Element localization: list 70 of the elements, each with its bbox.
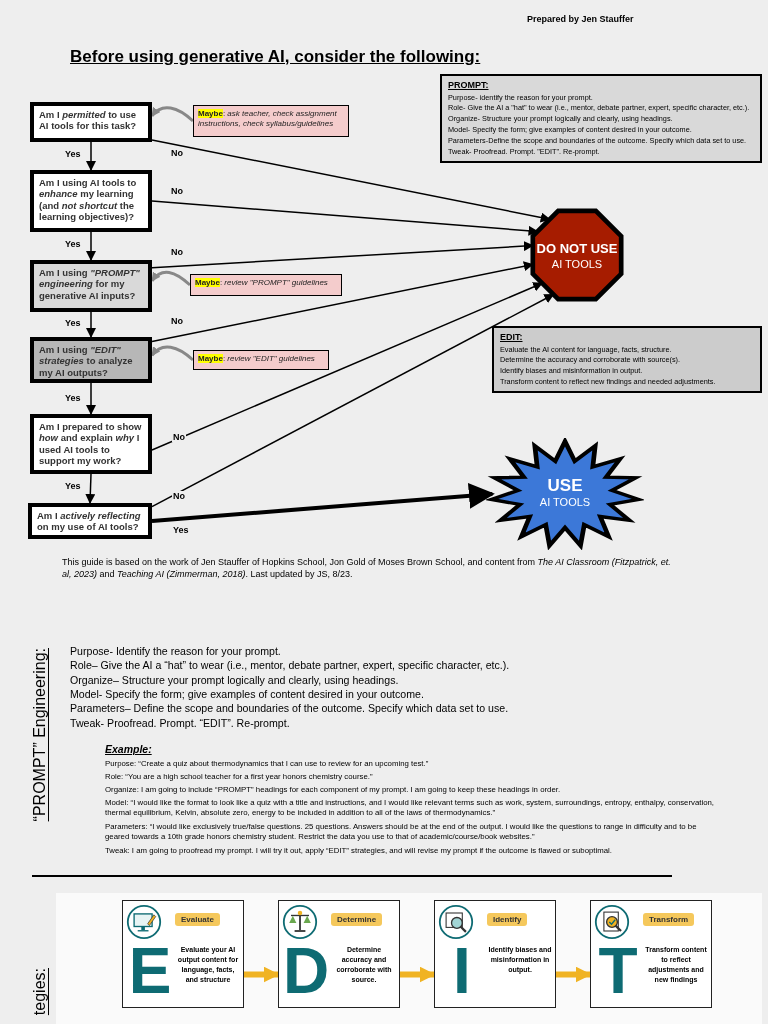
edge-label: No	[170, 148, 184, 158]
step-letter: T	[597, 941, 639, 1001]
edge-label: Yes	[64, 318, 82, 328]
question-box: Am I permitted to use AI tools for this task?	[30, 102, 152, 142]
note-box: Maybe: review "EDIT" guidelines	[193, 350, 329, 370]
edge-label: No	[170, 247, 184, 257]
edge-label: Yes	[64, 149, 82, 159]
edge-label: Yes	[64, 239, 82, 249]
arrow	[151, 293, 555, 508]
edge-label: Yes	[64, 393, 82, 403]
guideline-text: Model- Specify the form; give examples of content desired in your outcome.	[70, 687, 424, 702]
arrow	[86, 141, 96, 171]
sign-text: AI TOOLS	[538, 496, 592, 508]
question-box: Am I prepared to show how and explain why I used AI tools to support my work?	[30, 414, 152, 474]
question-box: Am I using "EDIT" strategies to analyze my AI outputs?	[30, 337, 152, 383]
panel-heading: EDIT:	[500, 331, 524, 344]
sign-text: AI TOOLS	[550, 258, 604, 270]
sign-text: USE	[546, 476, 584, 496]
step-label: Determine	[331, 913, 383, 926]
edge-label: Yes	[172, 525, 190, 535]
example-heading: Example:	[105, 743, 152, 757]
guideline-text: Role– Give the AI a “hat” to wear (i.e., mentor, debate partner, expert, specific character, etc.).	[70, 659, 510, 673]
edge-label: No	[172, 491, 186, 501]
source-note: This guide is based on the work of Jen Stauffer of Hopkins School, Jon Gold of Moses Brown School, and content from The AI Classroom (Fitzpatrick, et. al, 2023) and Teaching AI (Zimmerman, 2018). Last updated by JS, 8/23.	[62, 556, 672, 581]
note-box: Maybe: review "PROMPT" guidelines	[190, 274, 342, 296]
arrow	[400, 966, 436, 983]
note-box: Maybe: ask teacher, check assignment instructions, check syllabus/guidelines	[193, 105, 349, 137]
sign-text: DO NOT USE	[535, 241, 619, 256]
panel-heading: PROMPT:	[448, 79, 490, 92]
edge-label: No	[172, 432, 186, 442]
guideline-text: Organize– Structure your prompt logically and clearly, using headings.	[70, 673, 399, 687]
arrow	[151, 282, 544, 451]
arrow	[86, 382, 96, 415]
arrow	[150, 106, 194, 123]
edge-label: No	[170, 316, 184, 326]
arrow	[556, 966, 592, 983]
step-letter: I	[452, 941, 472, 1001]
arrow	[244, 966, 280, 983]
arrow	[150, 345, 194, 362]
title: Before using generative AI, consider the following:	[70, 47, 481, 67]
info-panel	[492, 326, 762, 394]
step-card	[278, 900, 400, 1008]
starburst	[486, 438, 644, 550]
edge-label: No	[170, 186, 184, 196]
question-box: Am I using "PROMPT" engineering for my generative AI inputs?	[30, 260, 152, 312]
step-card	[122, 900, 244, 1008]
question-box: Am I actively reflecting on my use of AI tools?	[28, 503, 152, 539]
section-heading: “PROMPT” Engineering:	[30, 648, 49, 822]
arrow	[151, 139, 551, 223]
edge-label: Yes	[64, 481, 82, 491]
step-letter: D	[283, 941, 329, 1001]
question-box: Am I using AI tools to enhance my learning (and not shortcut the learning objectives)?	[30, 170, 152, 232]
arrow	[151, 482, 495, 523]
guideline-text: Parameters– Define the scope and boundaries of the outcome. Specify which data set to use.	[70, 702, 509, 716]
author-note: Prepared by Jen Stauffer	[527, 14, 634, 26]
step-label: Transform	[643, 913, 695, 926]
section-heading: tegies:	[30, 968, 49, 1016]
guideline-text: Tweak- Proofread. Prompt. “EDIT”. Re-prompt.	[70, 716, 290, 730]
step-card	[434, 900, 556, 1008]
arrow	[150, 270, 191, 287]
arrow	[85, 473, 96, 504]
guideline-text: Purpose- Identify the reason for your prompt.	[70, 645, 281, 659]
step-letter: E	[127, 941, 173, 1001]
info-panel	[440, 74, 762, 164]
stop-sign	[530, 208, 624, 302]
step-label: Identify	[487, 913, 528, 926]
arrow	[86, 231, 96, 261]
arrow	[86, 311, 96, 338]
step-card	[590, 900, 712, 1008]
step-label: Evaluate	[175, 913, 220, 926]
